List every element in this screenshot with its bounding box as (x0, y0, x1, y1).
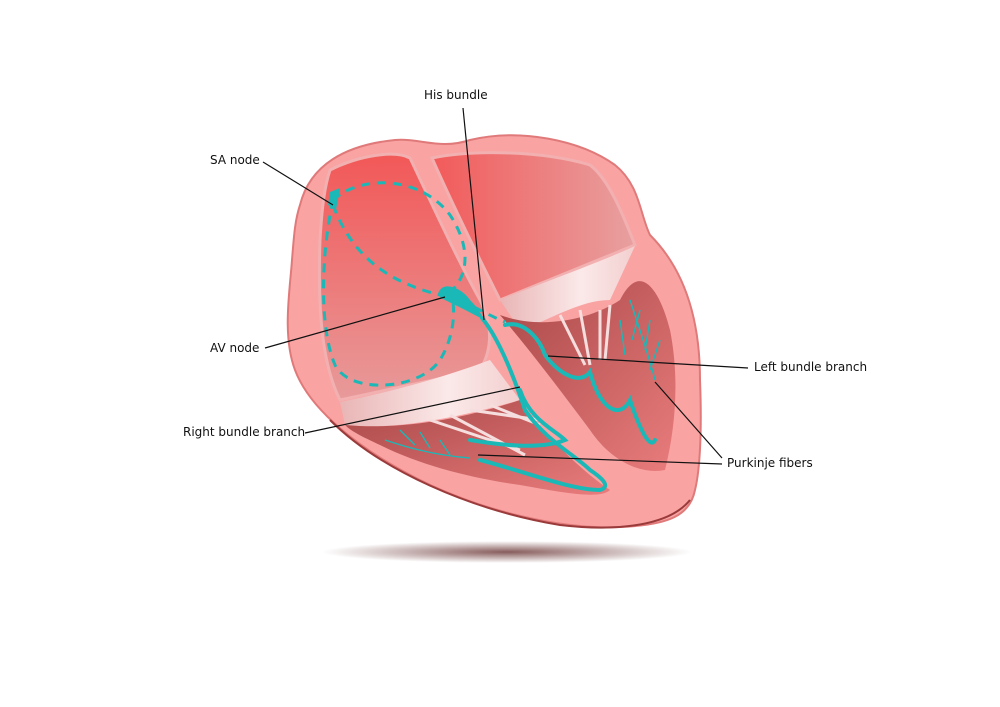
bundle-branches (468, 316, 657, 493)
leader-sa-node (262, 161, 334, 206)
left-atrium (429, 151, 637, 302)
leader-purkinje-2 (654, 381, 723, 459)
heart-bottom-edge (329, 419, 691, 529)
leader-left-bundle-branch (547, 355, 749, 369)
leader-lines (262, 107, 749, 465)
leader-his-bundle (462, 107, 485, 321)
mitral-valve (500, 246, 635, 330)
label-right-bundle-branch: Right bundle branch (183, 425, 306, 439)
purkinje-fiber-network (384, 299, 661, 459)
right-atrium (317, 152, 491, 402)
drop-shadow (322, 541, 692, 563)
right-ventricle (345, 400, 610, 495)
label-purkinje-fibers: Purkinje fibers (727, 456, 813, 470)
leader-av-node (264, 296, 446, 349)
sa-node-shape (328, 188, 340, 210)
label-av-node: AV node (210, 341, 260, 355)
leader-purkinje-1 (477, 454, 723, 465)
label-his-bundle: His bundle (424, 88, 488, 102)
label-sa-node: SA node (210, 153, 260, 167)
leader-right-bundle-branch (304, 386, 521, 434)
av-node-shape (438, 286, 484, 320)
label-left-bundle-branch: Left bundle branch (754, 360, 868, 374)
